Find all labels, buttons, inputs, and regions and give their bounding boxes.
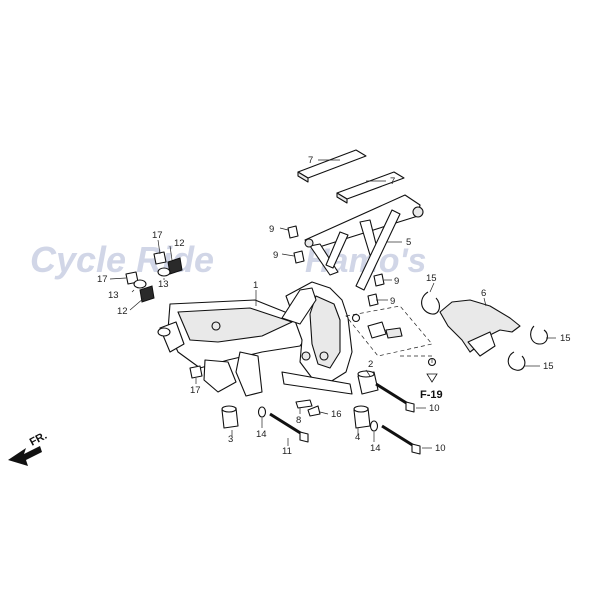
callout-13-a: 13 — [158, 279, 169, 290]
callout-8: 8 — [296, 415, 301, 426]
bushing-part-2 — [357, 370, 379, 395]
seat-subframe-part-5 — [304, 194, 424, 291]
callout-11: 11 — [282, 446, 292, 457]
callout-9-c: 9 — [394, 276, 399, 287]
callout-14-right: 14 — [370, 443, 381, 454]
collar-part-4 — [353, 405, 371, 429]
nut-part-17-a — [153, 251, 167, 265]
reference-arrow-icon — [426, 373, 438, 383]
bolt-part-9-c — [373, 273, 385, 287]
callout-17-c: 17 — [190, 385, 201, 396]
leader-lines — [109, 159, 556, 449]
bolt-part-9-d — [367, 293, 379, 307]
bolt-part-10-upper — [375, 382, 415, 413]
callout-17-a: 17 — [152, 230, 163, 241]
callout-2: 2 — [368, 359, 373, 370]
callout-4: 4 — [355, 432, 360, 443]
callout-16: 16 — [331, 409, 342, 420]
clip-part-15-upper — [421, 291, 441, 315]
front-direction-arrow-icon — [8, 446, 42, 466]
main-frame-part-1 — [157, 281, 353, 397]
cap-part-13-b — [133, 279, 147, 289]
callout-7-upper: 7 — [308, 155, 313, 166]
reference-label: F-19 — [420, 389, 443, 401]
front-direction-label: FR. — [28, 430, 49, 449]
callout-15-right: 15 — [560, 333, 571, 344]
bolt-part-11 — [269, 412, 309, 443]
callout-15-lower: 15 — [543, 361, 554, 372]
callout-9-d: 9 — [390, 296, 395, 307]
cover-part-6 — [439, 299, 521, 357]
clip-part-15-lower — [507, 351, 526, 371]
pin-part-8 — [295, 399, 313, 409]
strip-part-7-upper — [297, 149, 367, 183]
callout-14-left: 14 — [256, 429, 267, 440]
callout-3: 3 — [228, 434, 233, 445]
callout-17-b: 17 — [97, 274, 108, 285]
strip-part-7-lower — [336, 171, 405, 204]
bolt-part-9-a — [287, 225, 299, 239]
callout-6: 6 — [481, 288, 486, 299]
dashed-bracket-group — [345, 305, 437, 367]
nut-part-17-c — [189, 365, 203, 379]
callout-10-upper: 10 — [429, 403, 440, 414]
callout-5: 5 — [406, 237, 411, 248]
collar-part-3 — [221, 405, 239, 429]
callout-9-b: 9 — [273, 250, 278, 261]
watermark: Cycle Ride Hamo's — [30, 239, 426, 280]
bolt-part-9-b — [293, 250, 305, 264]
washer-part-14-left — [257, 406, 267, 418]
callout-1: 1 — [253, 280, 258, 291]
washer-part-14-right — [369, 420, 379, 432]
callout-13-b: 13 — [108, 290, 119, 301]
callout-9-a: 9 — [269, 224, 274, 235]
clip-part-16 — [307, 405, 321, 417]
watermark-left-text: Cycle Ride — [30, 239, 214, 280]
bolt-part-10-lower — [381, 424, 421, 455]
cap-part-13-a — [157, 267, 171, 277]
clip-part-15-right — [530, 325, 549, 345]
callout-7-lower: 7 — [390, 176, 395, 187]
callout-15-upper: 15 — [426, 273, 437, 284]
callout-12-a: 12 — [174, 238, 185, 249]
reference-leader — [400, 355, 433, 366]
callout-12-b: 12 — [117, 306, 128, 317]
callout-10-lower: 10 — [435, 443, 446, 454]
